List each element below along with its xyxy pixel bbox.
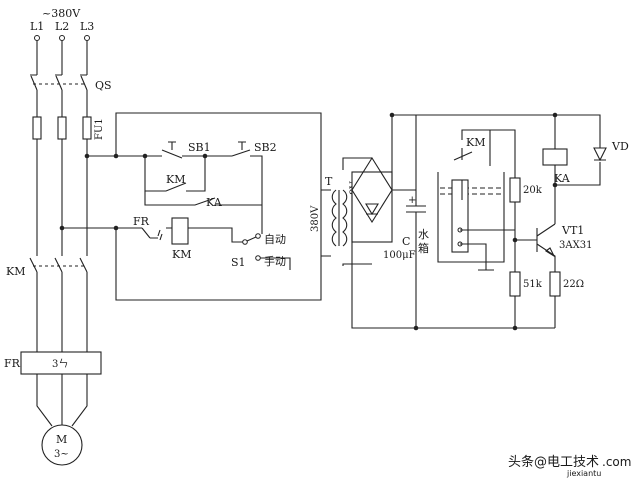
power-circuit: ~380V L1 L2 L3 QS FU1 KM FR 3ㄣ M 3~ [4,7,112,466]
s1-manual-terminal [255,255,261,261]
r20k-label: 20k [523,185,543,196]
s1-label: S1 [231,256,246,269]
tank-label-1: 水 [418,228,429,241]
primary-voltage-label: 380V [310,205,321,232]
ka-relay-coil [542,148,568,166]
sb1-label: SB1 [188,141,211,154]
sb2-label: SB2 [254,141,277,154]
watermark-sub: jiexiantu [566,469,601,478]
diode-label: VD [611,140,629,153]
mode-auto-label: 自动 [264,233,286,246]
fuse-l1 [32,116,42,140]
resistor-22ohm [549,271,561,297]
capacitor-value: 100μF [383,250,416,261]
terminal-l1 [34,35,40,41]
sensor-circuit: 20k 51k KA VD VT1 3AX31 22Ω [490,112,629,331]
resistor-51k [509,271,521,297]
supply-voltage-label: ~380V [42,7,81,20]
fr-symbol: 3ㄣ [52,358,68,370]
capacitor-label: C [402,235,410,248]
motor-phase-label: 3~ [54,449,69,460]
fr-contact-label: FR [133,215,150,228]
resistor-20k [509,177,521,203]
ka-relay-label: KA [554,172,571,185]
bridge-rectifier [351,171,393,243]
watermark-text: 头条@电工技术 [508,454,599,470]
km-coil-label: KM [172,248,191,261]
fuse-l2 [57,116,67,140]
probe-assembly [451,179,469,253]
transistor-label: VT1 [561,224,584,237]
km-main-label: KM [6,265,25,278]
s1-auto-terminal [255,233,261,239]
cap-plus: + [408,195,416,206]
power-supply: T 380V 8V + C 100μF [310,112,556,331]
r51k-label: 51k [523,279,543,290]
terminal-l2 [59,35,65,41]
control-circuit: SB1 SB2 KM KA FR KM 自动 手动 S1 [59,112,322,301]
ka-contact-label: KA [206,196,223,209]
phase-l1-label: L1 [30,20,44,33]
phase-l2-label: L2 [55,20,69,33]
r22-label: 22Ω [563,279,584,290]
motor-label: M [56,433,67,446]
terminal-l3 [84,35,90,41]
motor [41,424,83,466]
phase-l3-label: L3 [80,20,94,33]
fr-label: FR [4,357,21,370]
watermark-domain: .com [602,455,631,469]
transformer-label: T [325,175,333,188]
fu1-label: FU1 [94,118,105,140]
tank-label-2: 箱 [418,241,429,255]
mode-manual-label: 手动 [264,254,286,268]
transistor-type-label: 3AX31 [559,240,592,251]
probe-km-label: KM [466,136,485,149]
km-hold-label: KM [166,173,185,186]
watermark: 头条@电工技术 jiexiantu .com [508,454,631,478]
water-tank: 水 箱 KM [418,129,515,271]
km-coil [171,217,189,245]
qs-label: QS [95,79,112,92]
fuse-l3 [82,116,92,140]
overload-relay-box [20,351,102,375]
